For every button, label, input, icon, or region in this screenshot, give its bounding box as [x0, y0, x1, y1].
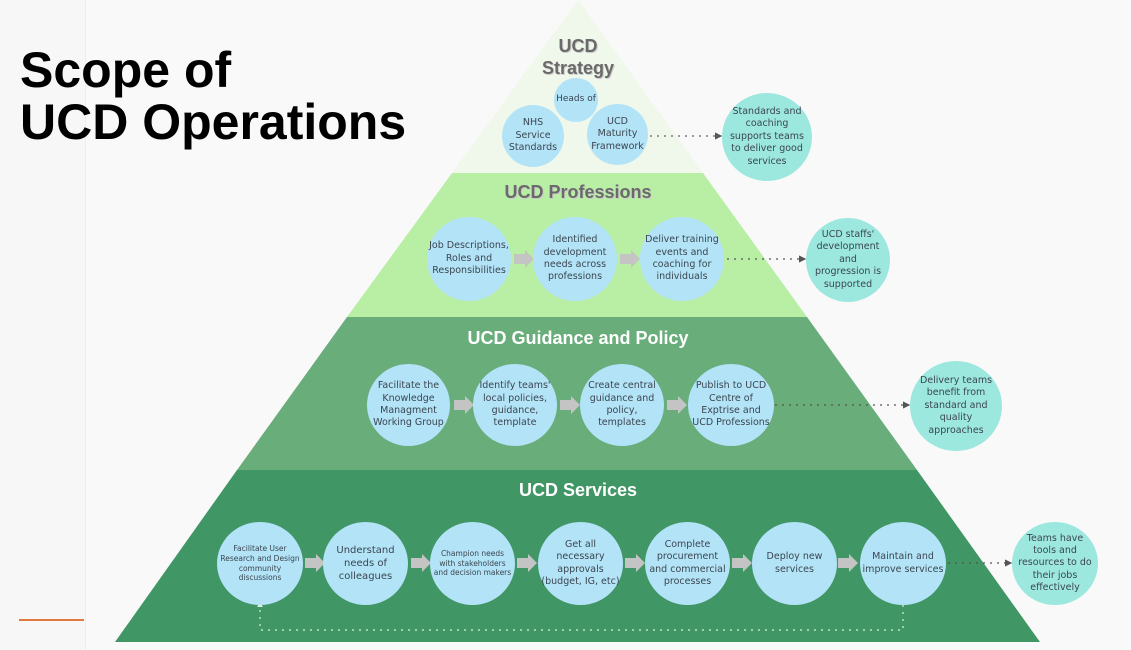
slide-title: Scope of UCD Operations	[20, 42, 407, 150]
outcome-professions: UCD staffs' development and progression …	[806, 218, 890, 302]
services-node-champion-needs: Champion needs with stakeholders and dec…	[430, 522, 515, 605]
professions-node-deliver-training: Deliver training events and coaching for…	[640, 217, 724, 301]
services-node-approvals: Get all necessary approvals (budget, IG,…	[538, 522, 623, 605]
strategy-node-maturity-framework: UCD Maturity Framework	[587, 104, 648, 165]
accent-line	[19, 619, 84, 621]
services-node-deploy: Deploy new services	[752, 522, 837, 605]
layer-title-guidance: UCD Guidance and Policy	[467, 328, 689, 348]
services-node-facilitate-research: Facilitate User Research and Design comm…	[217, 522, 303, 605]
services-node-procurement: Complete procurement and commercial proc…	[645, 522, 730, 605]
layer-title-strategy: UCD Strategy	[542, 35, 614, 79]
guidance-node-identify-policies: Identify teams' local policies, guidance…	[473, 364, 557, 446]
feedback-loop	[259, 605, 904, 631]
guidance-node-create-guidance: Create central guidance and policy, temp…	[580, 364, 664, 446]
outcome-guidance: Delivery teams benefit from standard and…	[910, 361, 1002, 451]
guidance-node-publish: Publish to UCD Centre of Exptrise and UC…	[688, 364, 774, 446]
services-node-maintain: Maintain and improve services	[860, 522, 946, 605]
professions-node-job-descriptions: Job Descriptions, Roles and Responsibili…	[427, 217, 511, 301]
layer-title-strategy-line2: Strategy	[541, 58, 615, 78]
layer-title-professions: UCD Professions	[504, 182, 652, 202]
outcome-services: Teams have tools and resources to do the…	[1012, 522, 1098, 605]
services-node-understand-needs: Understand needs of colleagues	[323, 522, 408, 605]
strategy-node-heads-of: Heads of	[554, 78, 598, 122]
strategy-node-nhs-standards: NHS Service Standards	[502, 105, 564, 167]
outcome-strategy: Standards and coaching supports teams to…	[722, 93, 812, 181]
guidance-node-facilitate-km: Facilitate the Knowledge Managment Worki…	[367, 364, 450, 446]
professions-node-development-needs: Identified development needs across prof…	[533, 217, 617, 301]
layer-title-services: UCD Services	[518, 480, 638, 500]
left-panel	[0, 0, 86, 650]
layer-title-strategy-line1: UCD	[558, 36, 598, 56]
